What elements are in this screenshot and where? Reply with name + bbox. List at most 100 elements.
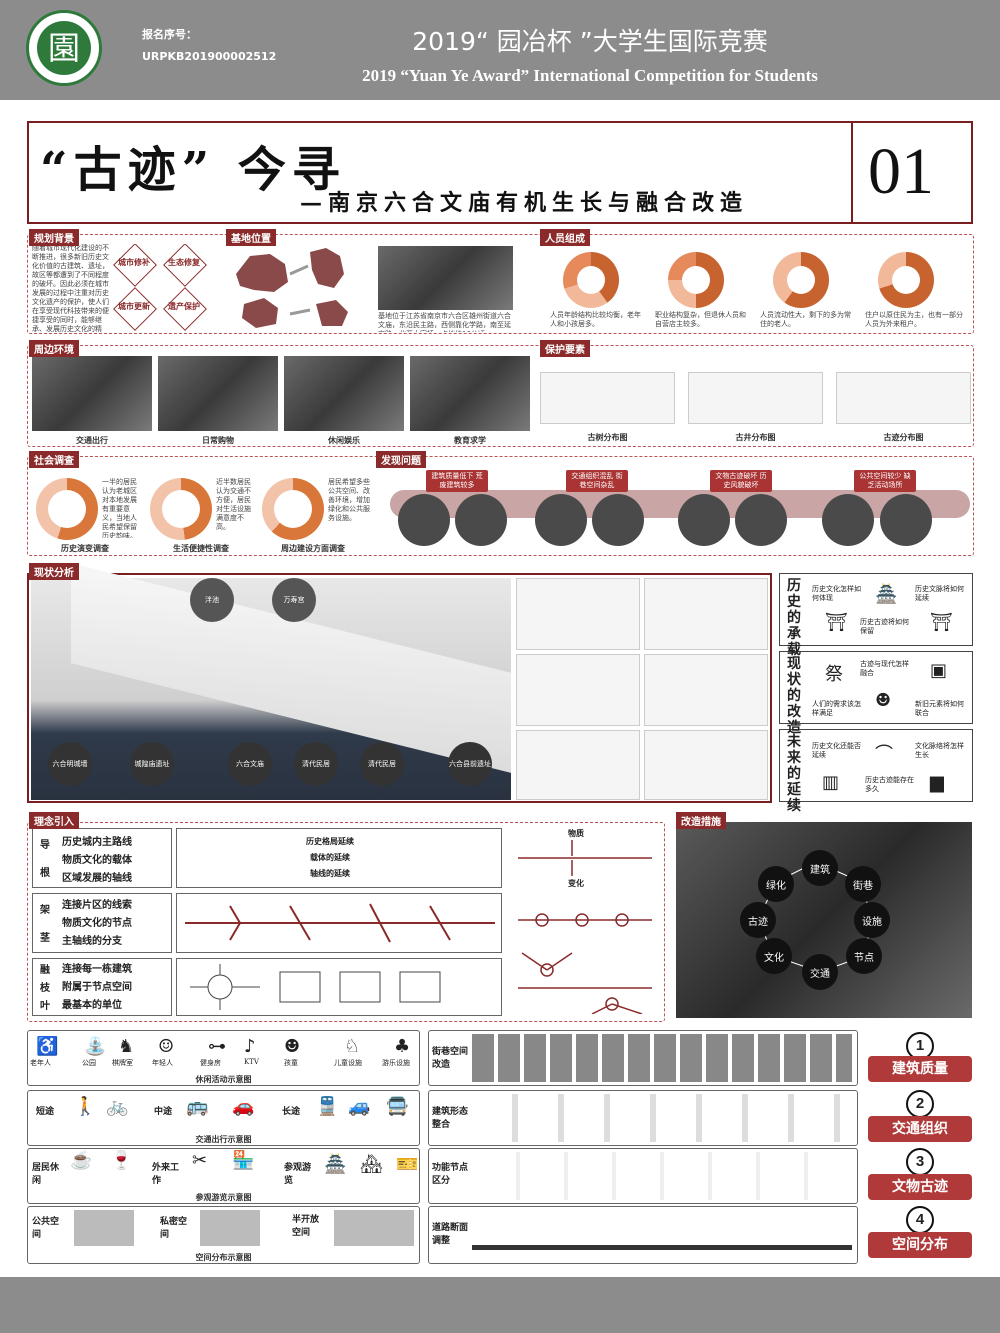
street-pattern (472, 1034, 852, 1082)
houses-icon: 🏘 (360, 1154, 383, 1175)
tower-icon: ▥ (822, 772, 840, 793)
row3-panel (27, 456, 974, 556)
button-space[interactable]: 空间分布 (868, 1232, 972, 1258)
protect-map-1 (540, 372, 675, 424)
item-child: 孩童 (284, 1059, 298, 1067)
concept-line-3-1: 连接每一栋建筑 (62, 964, 132, 975)
competition-title-en: 2019 “Yuan Ye Award” International Compe… (362, 66, 818, 85)
g2-item-1: 古迹与现代怎样融合 (860, 660, 909, 677)
problem-photo-3 (535, 494, 587, 546)
concept-diagram-1 (176, 828, 502, 888)
node-jianzhu: 建筑 (802, 850, 838, 886)
problem-photo-4 (592, 494, 644, 546)
donut-age (563, 252, 619, 308)
flow-2: 载体的延续 (310, 852, 350, 862)
bubble-wanshougong: 万寿宫 (272, 578, 316, 622)
branch-diagram (185, 903, 495, 943)
diamond-1: 城市修补 (118, 257, 150, 267)
bus-icon: 🚌 (186, 1096, 209, 1117)
survey-label-2: 生活便捷性调查 (173, 544, 229, 553)
elderly-icon: ♿ (36, 1036, 59, 1057)
youth-icon: ☺ (158, 1036, 175, 1057)
sacrifice-icon: 祭 (825, 664, 843, 685)
private-space-shape (200, 1210, 260, 1246)
sub-title: —南京六合文庙有机生长与融合改造 (300, 190, 749, 216)
concept-key-1: 导根 (40, 840, 50, 879)
location-text: 基地位于江苏省南京市六合区雄州街道六合文庙，东沿民主路，西侧靠化学路，南至延安路… (378, 312, 511, 332)
problem-photo-7 (822, 494, 874, 546)
caption-space: 空间分布示意图 (195, 1253, 252, 1262)
num-4: 4 (906, 1206, 934, 1234)
item-kid-facility: 儿童设施 (334, 1059, 362, 1067)
shop-icon: 🏪 (232, 1150, 255, 1171)
bottom-label: 变化 (568, 878, 584, 888)
group-status (779, 651, 973, 724)
building-forms (472, 1094, 852, 1142)
caption-traffic: 交通出行示意图 (195, 1135, 252, 1144)
surround-map-2 (158, 356, 278, 431)
mid-row-4 (428, 1206, 858, 1264)
g1-item-2: 历史文脉将如何延续 (915, 585, 964, 602)
flow-1: 历史格局延续 (306, 836, 354, 846)
row2-panel (27, 345, 974, 447)
surround-cap-4: 教育求学 (454, 436, 486, 445)
mid-lbl-3: 功能节点区分 (432, 1163, 469, 1186)
bottom-row-1 (27, 1030, 420, 1086)
concept-line-3-2: 附属于节点空间 (62, 982, 132, 993)
surround-map-3 (284, 356, 404, 431)
status-map-6 (644, 730, 768, 800)
concept-line-1-3: 区域发展的轴线 (62, 873, 132, 884)
bottom-row-2 (27, 1090, 420, 1146)
surround-map-1 (32, 356, 152, 431)
pin-5: 清代民居 (360, 742, 404, 786)
node-sheshi: 设施 (854, 902, 890, 938)
pin-4: 清代民居 (294, 742, 338, 786)
g3-item-2: 文化脉络将怎样生长 (915, 742, 964, 759)
g3-item-3: 历史古迹能存在多久 (865, 776, 914, 793)
public-space-shape (74, 1210, 134, 1246)
pin-6: 六合县前遗址 (448, 742, 492, 786)
people-text-1: 人员年龄结构比较均衡，老年人和小孩居多。 (550, 311, 641, 328)
group-title-1: 历史的承载 (787, 578, 801, 658)
item-play-facility: 游乐设施 (382, 1059, 410, 1067)
button-relics[interactable]: 文物古迹 (868, 1174, 972, 1200)
button-building-quality[interactable]: 建筑质量 (868, 1056, 972, 1082)
concept-line-1-1: 历史城内主路线 (62, 837, 132, 848)
section-protect: 保护要素 (540, 340, 590, 357)
lbl-public: 公共空间 (32, 1217, 60, 1240)
surround-map-4 (410, 356, 530, 431)
top-label: 物质 (568, 828, 584, 838)
dumbbell-icon: ⊶ (208, 1036, 226, 1057)
surround-cap-1: 交通出行 (76, 436, 108, 445)
concept-line-2-3: 主轴线的分支 (62, 936, 122, 947)
people-text-3: 人员流动性大，剩下的多为常住的老人。 (760, 311, 851, 328)
survey-donut-3 (262, 478, 324, 540)
car2-icon: 🚙 (348, 1096, 371, 1117)
concept-diagram-3 (176, 958, 502, 1016)
mid-row-1 (428, 1030, 858, 1086)
main-title: “古迹” 今寻 (40, 142, 346, 198)
concept-row-3 (32, 958, 172, 1016)
temple-icon: 🏯 (875, 584, 898, 605)
g3-item-1: 历史文化还能否延续 (812, 742, 861, 759)
problem-photo-8 (880, 494, 932, 546)
lbl-visitors: 参观游览 (284, 1163, 312, 1186)
survey-donut-2 (150, 478, 212, 540)
node-jiexiang: 街巷 (845, 866, 881, 902)
status-map-1 (516, 578, 640, 650)
ticket-icon: 🎫 (396, 1154, 419, 1175)
button-traffic[interactable]: 交通组织 (868, 1116, 972, 1142)
item-elderly: 老年人 (30, 1059, 51, 1067)
lbl-semi: 半开放空间 (292, 1215, 320, 1238)
caption-visit: 参观游览示意图 (195, 1193, 252, 1202)
node-jiaotong: 节点 (846, 938, 882, 974)
diamond-diagram (113, 244, 207, 331)
child-icon: ☻ (284, 1036, 301, 1057)
survey-donut-1 (36, 478, 98, 540)
title-frame (27, 121, 973, 224)
diamond-3: 城市更新 (118, 301, 150, 311)
problem-label-4: 公共空间较少 缺乏活动场所 (854, 470, 916, 492)
location-maps (236, 248, 348, 328)
group-title-2: 现状的改造 (787, 656, 801, 736)
concept-panel (27, 822, 665, 1022)
